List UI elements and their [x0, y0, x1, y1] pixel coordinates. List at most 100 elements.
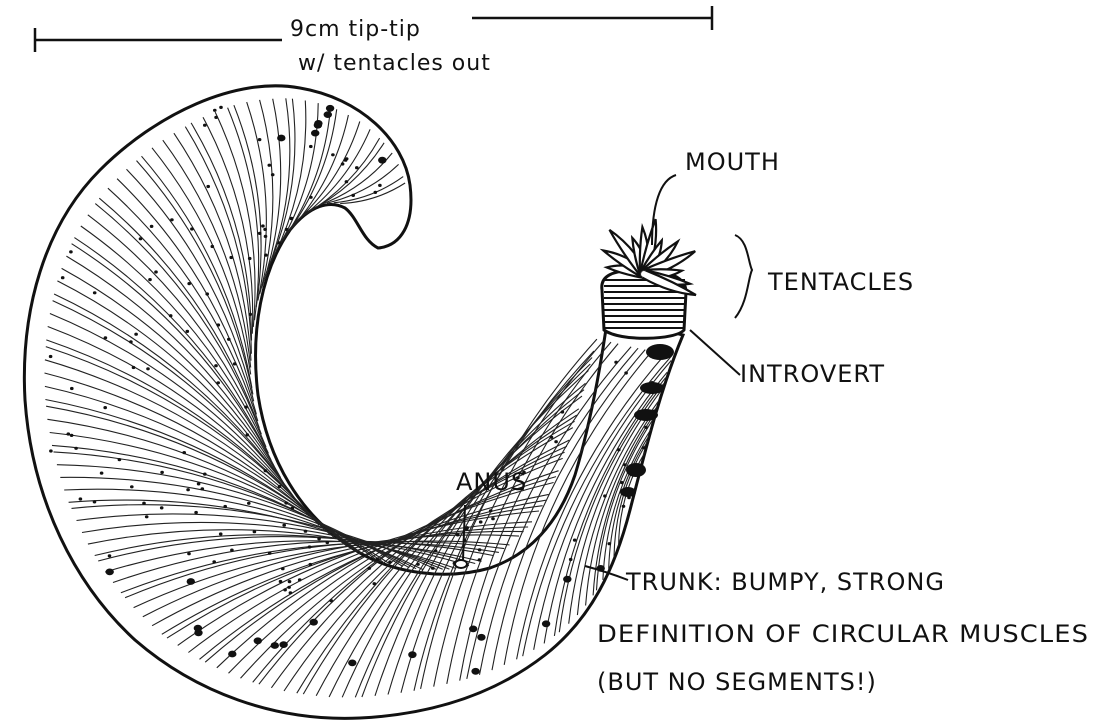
bump-dot [134, 333, 138, 336]
bump-dot [170, 218, 174, 221]
bump-dot [201, 487, 205, 490]
bump-dot [561, 410, 565, 413]
bump-dot [431, 567, 435, 570]
bump-dot [197, 482, 201, 485]
mouth-label: MOUTH [685, 148, 780, 176]
bump-dot [187, 552, 191, 555]
bump-dot [219, 106, 223, 109]
bump-dot [69, 250, 73, 253]
bump-dot [291, 507, 295, 510]
bump-dot [388, 560, 392, 563]
bump-dot [311, 130, 319, 137]
bump-dot [93, 500, 97, 503]
bump-dot [271, 173, 275, 176]
bump-dot [326, 541, 330, 544]
bump-dot [233, 362, 237, 365]
bump-dot [186, 330, 190, 333]
muscle-patch [634, 409, 658, 421]
bump-dot [203, 124, 207, 127]
bump-dot [217, 323, 221, 326]
bump-dot [324, 111, 332, 118]
bump-dot [608, 542, 612, 545]
bump-dot [542, 620, 550, 627]
tentacles-bracket [735, 235, 752, 318]
bump-dot [230, 549, 234, 552]
bump-dot [624, 371, 628, 374]
bump-dot [190, 227, 194, 230]
muscle-patch [626, 463, 646, 477]
muscle-patch [620, 487, 636, 497]
bump-dot [283, 588, 287, 591]
bump-dot [309, 196, 313, 199]
bump-dot [146, 367, 150, 370]
bump-dot [118, 458, 122, 461]
bump-dot [309, 563, 313, 566]
bump-dot [469, 626, 477, 633]
bump-dot [479, 520, 483, 523]
bump-dot [129, 340, 133, 343]
bump-dot [93, 291, 97, 294]
bump-dot [229, 256, 233, 259]
bump-dot [644, 426, 648, 429]
bump-dot [49, 355, 53, 358]
bump-dot [263, 228, 267, 231]
bump-dot [212, 560, 216, 563]
bump-dot [563, 576, 571, 583]
bump-dot [308, 545, 312, 548]
trunk-label-line2: DEFINITION OF CIRCULAR MUSCLES [597, 620, 1089, 648]
bump-dot [227, 338, 231, 341]
bump-dot [314, 120, 322, 127]
bump-dot [187, 282, 191, 285]
bump-dot [298, 578, 302, 581]
bump-dot [623, 463, 627, 466]
bump-dot [329, 599, 333, 602]
bump-dot [278, 485, 282, 488]
bump-dot [258, 232, 262, 235]
bump-dot [205, 292, 209, 295]
bump-dot [108, 554, 112, 557]
bump-dot [160, 471, 164, 474]
bump-dot [277, 135, 285, 142]
muscle-patch [646, 344, 674, 360]
bump-dot [139, 237, 143, 240]
bump-dot [277, 241, 281, 244]
bump-dot [247, 502, 251, 505]
bump-dot [148, 278, 152, 281]
bump-dot [622, 505, 626, 508]
bump-dot [246, 433, 250, 436]
bump-dot [268, 552, 272, 555]
bump-dot [351, 194, 355, 197]
bump-dot [213, 109, 217, 112]
bump-dot [489, 509, 493, 512]
bump-dot [254, 637, 262, 644]
bump-dot [603, 494, 607, 497]
bump-dot [130, 485, 134, 488]
bump-dot [248, 257, 252, 260]
bump-dot [620, 481, 624, 484]
bump-dot [103, 406, 107, 409]
bump-dot [281, 567, 285, 570]
bump-dot [408, 651, 416, 658]
bump-dot [290, 217, 294, 220]
bump-dot [345, 157, 349, 160]
bump-dot [331, 153, 335, 156]
bump-dot [271, 642, 279, 649]
bump-dot [216, 381, 220, 384]
tentacles-label: TENTACLES [767, 268, 914, 296]
bump-dot [100, 472, 104, 475]
bump-dot [355, 166, 359, 169]
bump-dot [304, 530, 308, 533]
bump-dot [49, 449, 53, 452]
bump-dot [642, 446, 646, 449]
bump-dot [249, 313, 253, 316]
bump-dot [348, 660, 356, 667]
bump-dot [341, 162, 345, 165]
bump-dot [310, 619, 318, 626]
bump-dot [362, 554, 366, 557]
bump-dot [617, 448, 621, 451]
introvert-label: INTROVERT [740, 360, 885, 388]
bump-dot [345, 180, 349, 183]
bump-dot [554, 440, 558, 443]
